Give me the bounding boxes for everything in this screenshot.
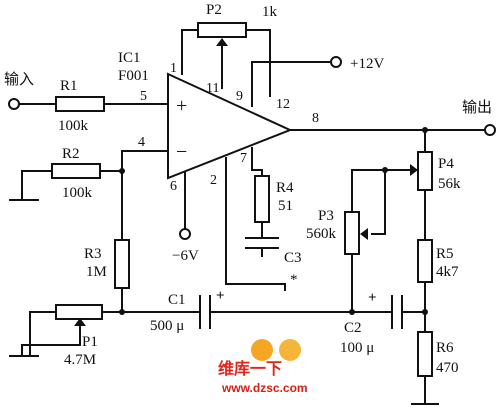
label-r5: R5 (436, 246, 454, 262)
label-p1: P1 (82, 334, 98, 350)
label-r6-value: 470 (436, 360, 459, 376)
label-c1-polarity: + (216, 288, 225, 304)
pin-number-7: 7 (240, 151, 247, 166)
resistor-r6 (417, 331, 433, 377)
potentiometer-p1 (55, 304, 103, 320)
junction-dot (119, 168, 125, 174)
junction-dot (119, 309, 125, 315)
p2-wiper-arrowhead (216, 38, 228, 46)
label-vcc: +12V (350, 56, 384, 72)
watermark-logo-icon (279, 339, 301, 361)
label-r3: R3 (84, 246, 102, 262)
label-p2-value: 1k (262, 4, 278, 20)
resistor-r2 (51, 163, 101, 179)
capacitor-c1 (199, 295, 211, 329)
wire-vcc (251, 61, 331, 107)
pin-number-8: 8 (312, 111, 319, 126)
pin-number-11: 11 (206, 81, 219, 96)
junction-dot (349, 309, 355, 315)
output-terminal (484, 124, 496, 136)
label-c2-polarity: + (368, 290, 377, 306)
label-p4-value: 56k (438, 176, 461, 192)
label-r4: R4 (276, 180, 294, 196)
op-amp-ic1 (167, 72, 293, 180)
wire-p2 (181, 29, 271, 97)
potentiometer-p4 (417, 151, 433, 191)
pin-number-9: 9 (236, 89, 243, 104)
junction-dot (422, 309, 428, 315)
junctions (119, 127, 428, 315)
pin-number-1: 1 (170, 61, 177, 76)
label-f001: F001 (118, 68, 149, 84)
label-c1-value: 500 μ (150, 318, 184, 334)
p3-wiper-arrowhead (360, 228, 368, 240)
pin-number-12: 12 (276, 97, 290, 112)
label-c1: C1 (168, 292, 186, 308)
capacitor-c2 (391, 295, 403, 329)
resistor-r1 (55, 96, 105, 112)
label-r2-value: 100k (62, 185, 93, 201)
watermark-logo-icon (251, 339, 273, 361)
input-terminal (8, 98, 20, 110)
label-p3: P3 (318, 208, 334, 224)
label-ic1: IC1 (118, 50, 141, 66)
label-r4-value: 51 (278, 198, 293, 214)
wire-pin7-r4 (251, 147, 263, 257)
pin-number-2: 2 (210, 173, 217, 188)
vee-terminal (179, 228, 191, 240)
label-c2: C2 (344, 320, 362, 336)
pin-number-6: 6 (170, 179, 177, 194)
label-c3: C3 (284, 250, 302, 266)
p1-wiper-arrowhead (74, 318, 86, 326)
label-c2-value: 100 μ (340, 340, 374, 356)
label-r5-value: 4k7 (436, 264, 459, 280)
pin-number-4: 4 (138, 135, 145, 150)
label-output: 输出 (462, 98, 492, 116)
wire-r2 (21, 150, 169, 186)
wire-p3 (351, 169, 415, 313)
potentiometer-p2 (197, 22, 247, 38)
label-p1-value: 4.7M (64, 352, 96, 368)
p4-wiper-arrowhead (410, 164, 418, 176)
watermark-url: www.dzsc.com (221, 381, 308, 395)
pin-number-5: 5 (140, 89, 147, 104)
resistor-r5 (417, 239, 433, 283)
watermark: 维库一下 www.dzsc.com (218, 339, 308, 395)
label-r3-value: 1M (86, 264, 107, 280)
capacitor-c3 (245, 237, 279, 249)
label-vee: −6V (172, 248, 199, 264)
wires (9, 29, 491, 405)
resistor-r3 (114, 239, 130, 289)
label-input: 输入 (4, 70, 34, 88)
label-r1-value: 100k (58, 118, 89, 134)
wire-pin2 (225, 157, 286, 291)
label-r1: R1 (60, 78, 78, 94)
opamp-plus-sign: + (176, 95, 187, 117)
label-p3-value: 560k (306, 226, 337, 242)
resistor-r4 (254, 175, 270, 223)
opamp-minus-sign: − (176, 141, 187, 163)
label-r2: R2 (62, 146, 80, 162)
label-c3-note: * (290, 272, 298, 288)
potentiometer-p3 (344, 211, 360, 255)
junction-dot (422, 127, 428, 133)
label-p2: P2 (206, 2, 222, 18)
junction-dot (382, 167, 388, 173)
label-r6: R6 (436, 340, 454, 356)
watermark-site-name: 维库一下 (218, 359, 282, 378)
vcc-terminal (330, 56, 342, 68)
label-p4: P4 (438, 156, 454, 172)
